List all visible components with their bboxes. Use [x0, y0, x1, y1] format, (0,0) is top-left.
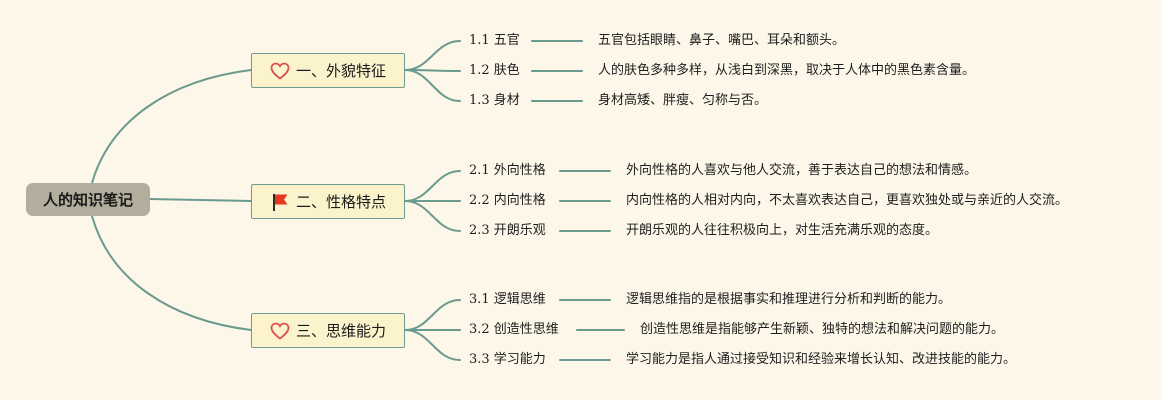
subtopic-3-2[interactable]: 3.2 创造性思维: [469, 322, 559, 337]
branch-appearance[interactable]: 一、外貌特征: [251, 53, 405, 88]
root-to-branch-1-line: [91, 69, 252, 184]
subtopic-3-1[interactable]: 3.1 逻辑思维: [469, 292, 546, 307]
branch-2-to-sub-1-line: [404, 170, 461, 202]
branch-3-to-sub-1-line: [404, 299, 461, 331]
subtopic-3-1-desc[interactable]: 逻辑思维指的是根据事实和推理进行分析和判断的能力。: [626, 292, 952, 307]
branch-label: 二、性格特点: [295, 193, 386, 211]
subtopic-1-2[interactable]: 1.2 肤色: [469, 63, 520, 78]
subtopic-1-2-desc[interactable]: 人的肤色多种多样，从浅白到深黑，取决于人体中的黑色素含量。: [598, 63, 976, 78]
subtopic-1-3-desc[interactable]: 身材高矮、胖瘦、匀称与否。: [598, 93, 768, 108]
subtopic-3-2-desc[interactable]: 创造性思维是指能够产生新颖、独特的想法和解决问题的能力。: [640, 322, 1005, 337]
subtopic-1-1-desc[interactable]: 五官包括眼睛、鼻子、嘴巴、耳朵和额头。: [598, 33, 846, 48]
branch-2-to-sub-3-line: [404, 200, 461, 232]
subtopic-2-1-desc[interactable]: 外向性格的人喜欢与他人交流，善于表达自己的想法和情感。: [626, 163, 978, 178]
subtopic-2-3[interactable]: 2.3 开朗乐观: [469, 223, 546, 238]
branch-label: 三、思维能力: [295, 322, 386, 340]
branch-label: 一、外貌特征: [295, 62, 386, 80]
subtopic-3-3-desc[interactable]: 学习能力是指人通过接受知识和经验来增长认知、改进技能的能力。: [626, 352, 1017, 367]
branch-1-to-sub-1-line: [404, 40, 461, 71]
subtopic-1-1[interactable]: 1.1 五官: [469, 33, 520, 48]
subtopic-3-3[interactable]: 3.3 学习能力: [469, 352, 546, 367]
red-flag-icon: [270, 192, 290, 212]
root-to-branch-3-line: [91, 215, 252, 331]
branch-thinking[interactable]: 三、思维能力: [251, 313, 405, 348]
root-topic[interactable]: 人的知识笔记: [26, 183, 150, 216]
subtopic-2-1[interactable]: 2.1 外向性格: [469, 163, 546, 178]
heart-icon: [270, 321, 290, 341]
subtopic-2-2[interactable]: 2.2 内向性格: [469, 193, 546, 208]
branch-3-to-sub-3-line: [404, 329, 461, 361]
branch-personality[interactable]: 二、性格特点: [251, 184, 405, 219]
subtopic-2-2-desc[interactable]: 内向性格的人相对内向，不太喜欢表达自己，更喜欢独处或与亲近的人交流。: [626, 193, 1069, 208]
subtopic-2-3-desc[interactable]: 开朗乐观的人往往积极向上，对生活充满乐观的态度。: [626, 223, 939, 238]
branch-1-to-sub-3-line: [404, 69, 461, 102]
root-to-branch-2-line: [149, 198, 252, 202]
subtopic-1-3[interactable]: 1.3 身材: [469, 93, 520, 108]
root-topic-label: 人的知识笔记: [42, 191, 133, 209]
heart-icon: [270, 61, 290, 81]
